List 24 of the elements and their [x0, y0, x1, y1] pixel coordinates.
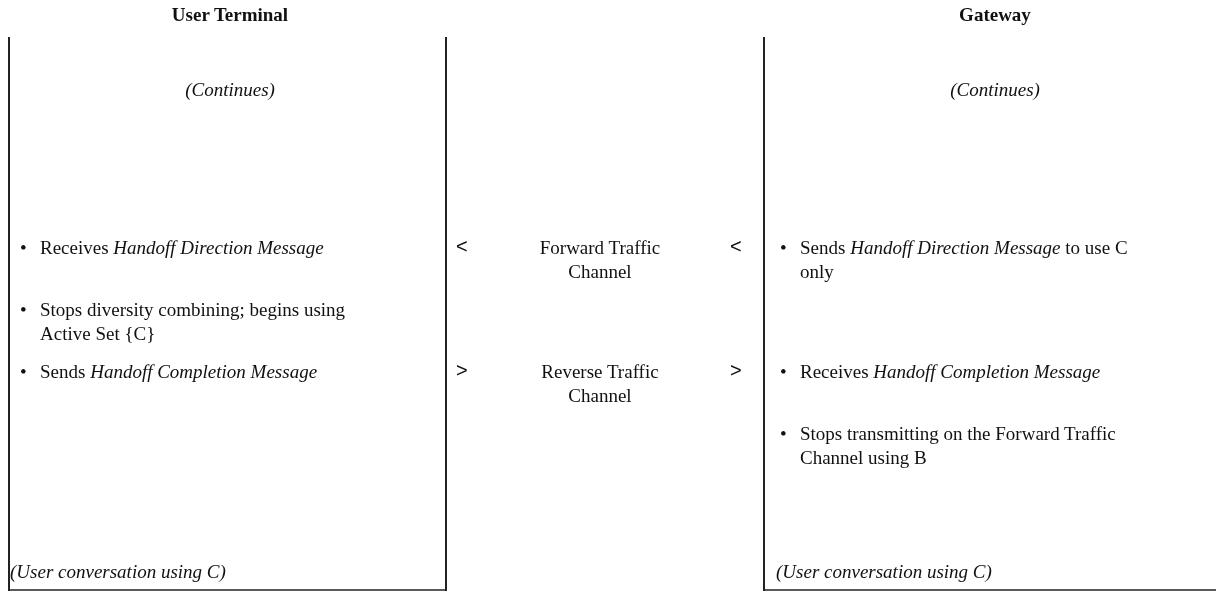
step-text: Receives Handoff Direction Message [40, 236, 325, 260]
step-text: Stops diversity combining; begins using Active Set {C} [40, 298, 347, 346]
column-header: User Terminal [170, 3, 290, 27]
bullet-mark: • [20, 236, 27, 260]
direction-mark: < [456, 234, 468, 258]
bullet-mark: • [20, 360, 27, 384]
bullet-mark: • [780, 360, 787, 384]
step-text: Sends Handoff Direction Message to use C only [800, 236, 1129, 284]
channel-label: Forward Traffic Channel [538, 236, 662, 284]
note-text: (Continues) [949, 78, 1041, 102]
step-text: Sends Handoff Completion Message [40, 360, 319, 384]
note-text: (Continues) [184, 78, 276, 102]
column-header: Gateway [958, 3, 1032, 27]
step-text: Receives Handoff Completion Message [800, 360, 1102, 384]
direction-mark: < [730, 234, 742, 258]
note-text: (User conversation using C) [10, 560, 227, 584]
channel-label: Reverse Traffic Channel [540, 360, 660, 408]
direction-mark: > [456, 358, 468, 382]
bullet-mark: • [780, 236, 787, 260]
step-text: Stops transmitting on the Forward Traffic Channel using B [800, 422, 1117, 470]
bullet-mark: • [780, 422, 787, 446]
note-text: (User conversation using C) [776, 560, 993, 584]
direction-mark: > [730, 358, 742, 382]
bullet-mark: • [20, 298, 27, 322]
